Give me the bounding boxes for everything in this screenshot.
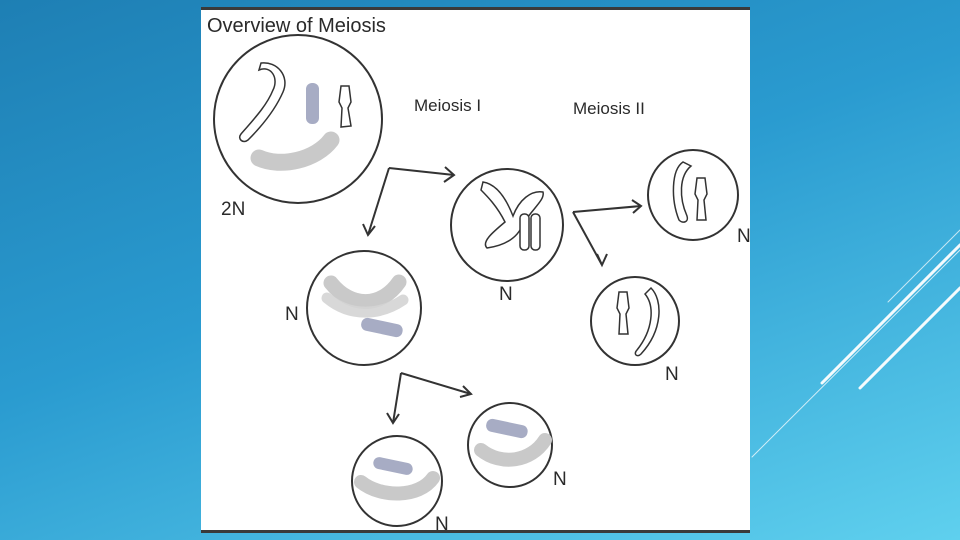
arrows-meiosis-1 [362, 166, 456, 237]
chromosome-curve-gray [323, 274, 407, 310]
cell-meiosis2-c [467, 402, 553, 488]
chromosome-short-white-a [694, 177, 708, 221]
cell-meiosis2-b [590, 276, 680, 366]
label-meiosis-2: Meiosis II [573, 99, 645, 118]
chromosome-blue-bar-c [486, 418, 528, 439]
cell-meiosis2-d [351, 435, 443, 527]
chromosome-short-white [338, 85, 352, 128]
ploidy-label-meiosis2-a: N [737, 226, 750, 247]
cell-meiosis2-a [647, 149, 739, 241]
chromosome-curve-gray-c [474, 433, 552, 467]
chromosome-curve-gray-2 [321, 292, 409, 318]
chromosome-blue-bar [361, 317, 403, 338]
chromosome-long-white-b [634, 286, 660, 357]
chromosome-long-white-a [672, 161, 693, 223]
chromosome-curve-gray-d [354, 471, 440, 501]
ploidy-label-meiosis2-b: N [665, 364, 679, 385]
chromosome-long-gray [250, 131, 340, 171]
chromosome-short-white-b [616, 291, 630, 335]
label-meiosis-1: Meiosis I [414, 96, 481, 115]
arrows-meiosis-2-lower [386, 372, 473, 425]
meiosis-figure: Overview of Meiosis Meiosis I Meiosis II… [201, 7, 750, 533]
chromosome-pair-white-1 [519, 213, 530, 251]
ploidy-label-meiosis2-d: N [435, 514, 449, 533]
arrows-meiosis-2-upper [572, 199, 643, 268]
ploidy-label-parent: 2N [221, 199, 245, 220]
decorative-lines [751, 229, 960, 458]
chromosome-pair-white-2 [530, 213, 541, 251]
figure-title: Overview of Meiosis [207, 15, 386, 37]
chromosome-blue-bar-d [373, 457, 413, 475]
ploidy-label-meiosis2-c: N [553, 469, 567, 490]
chromosome-short-blue [306, 83, 319, 124]
cell-meiosis1-upper [450, 168, 564, 282]
ploidy-label-meiosis1-lower: N [285, 304, 299, 325]
chromosome-long-white [238, 62, 286, 143]
ploidy-label-meiosis1-upper: N [499, 284, 513, 305]
cell-parent [213, 34, 383, 204]
cell-meiosis1-lower [306, 250, 422, 366]
